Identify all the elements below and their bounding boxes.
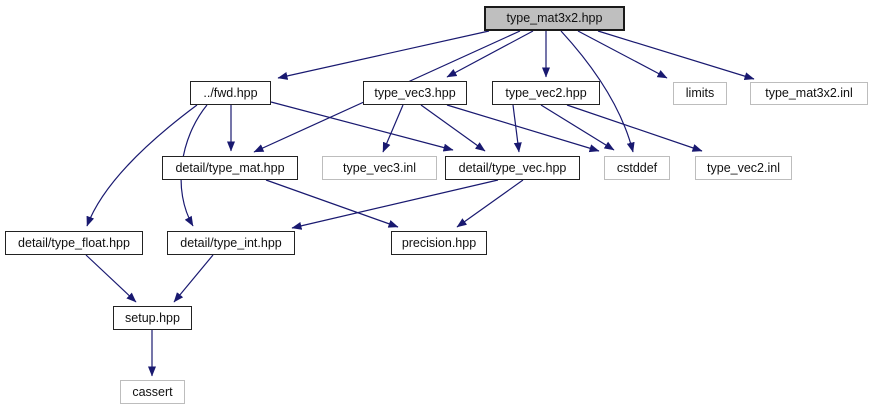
edge-type_vec3_hpp-to-cstddef — [446, 104, 600, 153]
edge-fwd_hpp-to-detail_type_float — [86, 104, 198, 227]
node-detail-type_float-hpp[interactable]: detail/type_float.hpp — [5, 231, 143, 255]
node-fwd-hpp[interactable]: ../fwd.hpp — [190, 81, 271, 105]
edge-fwd_hpp-to-detail_type_vec — [270, 101, 454, 152]
edge-type_vec3_hpp-to-detail_type_vec — [420, 104, 486, 152]
node-type_vec3-hpp[interactable]: type_vec3.hpp — [363, 81, 467, 105]
node-detail-type_vec-hpp[interactable]: detail/type_vec.hpp — [445, 156, 580, 180]
node-type_vec3-inl: type_vec3.inl — [322, 156, 437, 180]
edge-type_mat3x2_hpp-to-fwd_hpp — [277, 30, 490, 80]
node-type_vec2-hpp[interactable]: type_vec2.hpp — [492, 81, 600, 105]
edge-detail_type_float-to-setup_hpp — [85, 254, 137, 303]
node-cassert: cassert — [120, 380, 185, 404]
edge-type_vec2_hpp-to-detail_type_vec — [512, 104, 522, 153]
node-detail-type_int-hpp[interactable]: detail/type_int.hpp — [167, 231, 295, 255]
node-type_vec2-inl: type_vec2.inl — [695, 156, 792, 180]
node-type_mat3x2-hpp: type_mat3x2.hpp — [484, 6, 625, 31]
node-setup-hpp[interactable]: setup.hpp — [113, 306, 192, 330]
edge-detail_type_mat-to-precision_hpp — [265, 179, 399, 228]
edge-type_mat3x2_hpp-to-type_mat3x2_inl — [597, 30, 755, 81]
node-cstddef: cstddef — [604, 156, 670, 180]
edge-type_mat3x2_hpp-to-type_vec3_hpp — [446, 30, 534, 78]
edge-type_vec3_hpp-to-type_vec3_inl — [382, 104, 404, 153]
edge-detail_type_int-to-setup_hpp — [173, 254, 214, 303]
edge-type_vec2_hpp-to-type_vec2_inl — [566, 104, 703, 152]
edge-detail_type_vec-to-precision_hpp — [456, 179, 524, 228]
edge-detail_type_vec-to-detail_type_int — [291, 179, 499, 230]
edge-type_mat3x2_hpp-to-cstddef — [560, 30, 635, 153]
node-limits: limits — [673, 82, 727, 105]
node-precision-hpp[interactable]: precision.hpp — [391, 231, 487, 255]
edge-type_mat3x2_hpp-to-limits — [577, 30, 668, 79]
edge-type_vec2_hpp-to-cstddef — [540, 104, 615, 151]
node-type_mat3x2-inl: type_mat3x2.inl — [750, 82, 868, 105]
node-detail-type_mat-hpp[interactable]: detail/type_mat.hpp — [162, 156, 298, 180]
